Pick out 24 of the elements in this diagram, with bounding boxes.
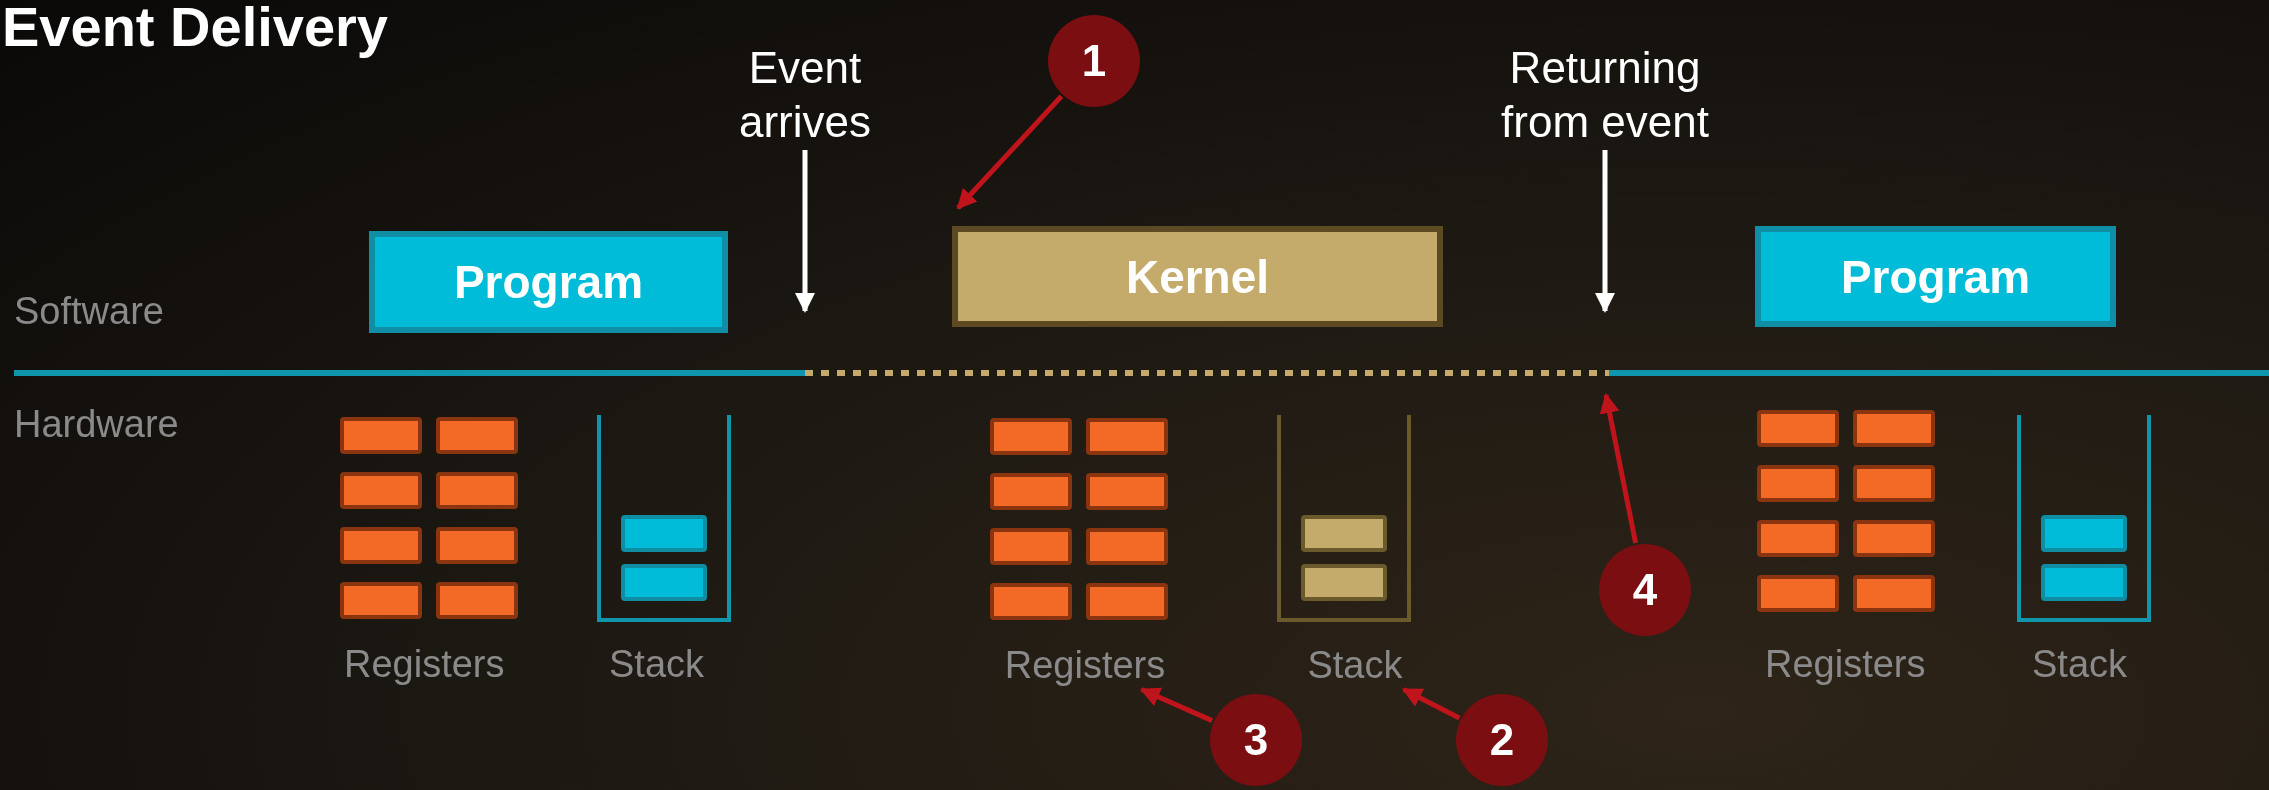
step-number-badge: 3 — [1210, 694, 1302, 786]
component-label: Stack — [2032, 643, 2128, 686]
component-label: Registers — [1765, 643, 1926, 686]
layer-label: Software — [14, 290, 164, 333]
component-label: Stack — [1290, 640, 1420, 690]
arrow — [1595, 150, 1615, 313]
arrow — [795, 150, 815, 313]
arrow — [1139, 687, 1214, 723]
program-box: Program — [1755, 226, 2116, 327]
layer-label: Hardware — [14, 403, 179, 446]
arrow — [1401, 687, 1461, 721]
component-label: Registers — [344, 643, 505, 686]
step-number-badge: 4 — [1599, 544, 1691, 636]
title: Event Delivery — [2, 0, 388, 59]
annotation-text: Event arrives — [720, 40, 890, 150]
annotation-text: Returning from event — [1475, 40, 1735, 150]
step-number-badge: 1 — [1048, 15, 1140, 107]
arrow — [1599, 393, 1639, 544]
step-number-badge: 2 — [1456, 694, 1548, 786]
kernel-box: Kernel — [952, 226, 1443, 327]
component-label: Stack — [609, 643, 705, 686]
arrow — [956, 94, 1064, 210]
component-label: Registers — [985, 640, 1185, 690]
program-box: Program — [369, 231, 728, 333]
